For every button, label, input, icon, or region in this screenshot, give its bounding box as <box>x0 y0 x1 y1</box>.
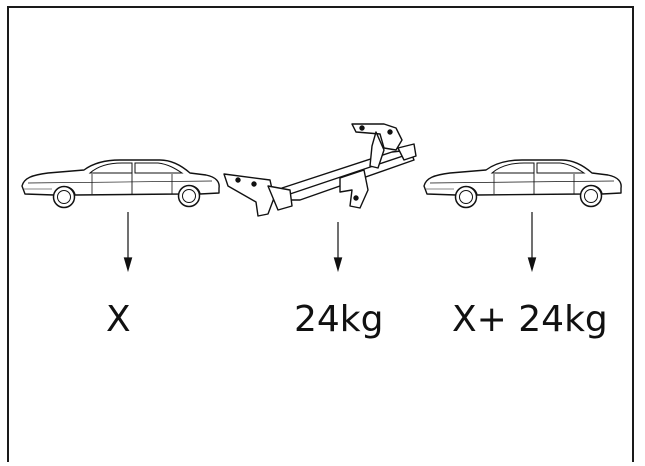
arrow-down-right-icon <box>527 212 537 273</box>
towbar-icon <box>223 123 417 217</box>
total-weight-label: X+ 24kg <box>452 299 608 340</box>
car-right-icon <box>423 159 622 209</box>
car-weight-label: X <box>106 299 131 340</box>
towbar-weight-label: 24kg <box>294 299 384 340</box>
arrow-down-left-icon <box>123 212 133 273</box>
car-left-icon <box>21 159 220 209</box>
diagram-frame <box>7 6 634 462</box>
arrow-down-center-icon <box>333 222 343 273</box>
